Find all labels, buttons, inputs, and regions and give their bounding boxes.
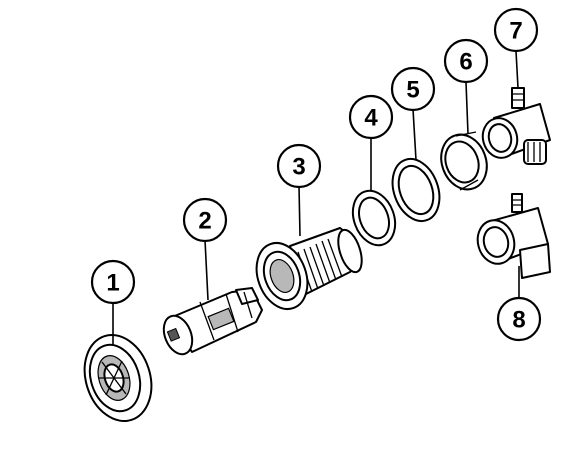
callout-8: 8 (496, 296, 542, 342)
part-4-gasket (351, 189, 397, 247)
callout-8-label: 8 (512, 307, 525, 334)
part-8-barbed-elbow (476, 193, 551, 279)
callout-6-label: 6 (459, 49, 472, 76)
callout-3-label: 3 (292, 154, 305, 181)
callout-3: 3 (276, 143, 322, 189)
callout-5-label: 5 (406, 77, 419, 104)
part-3-wall-fitting (255, 227, 363, 310)
callout-2: 2 (182, 197, 228, 243)
callout-2-label: 2 (198, 208, 211, 235)
callout-4: 4 (348, 94, 394, 140)
callout-1-label: 1 (106, 270, 119, 297)
callout-5: 5 (390, 66, 436, 112)
part-1-face-ring (83, 334, 153, 422)
callout-6: 6 (443, 38, 489, 84)
part-7-barbed-elbow (481, 87, 551, 165)
callout-1: 1 (90, 259, 136, 305)
part-5-o-ring (391, 158, 441, 222)
part-2-nozzle-insert (162, 287, 263, 356)
leader-lines (112, 50, 520, 346)
part-6-lock-nut (440, 131, 488, 191)
callout-7: 7 (493, 7, 539, 53)
callout-7-label: 7 (509, 18, 522, 45)
callout-4-label: 4 (364, 105, 378, 132)
